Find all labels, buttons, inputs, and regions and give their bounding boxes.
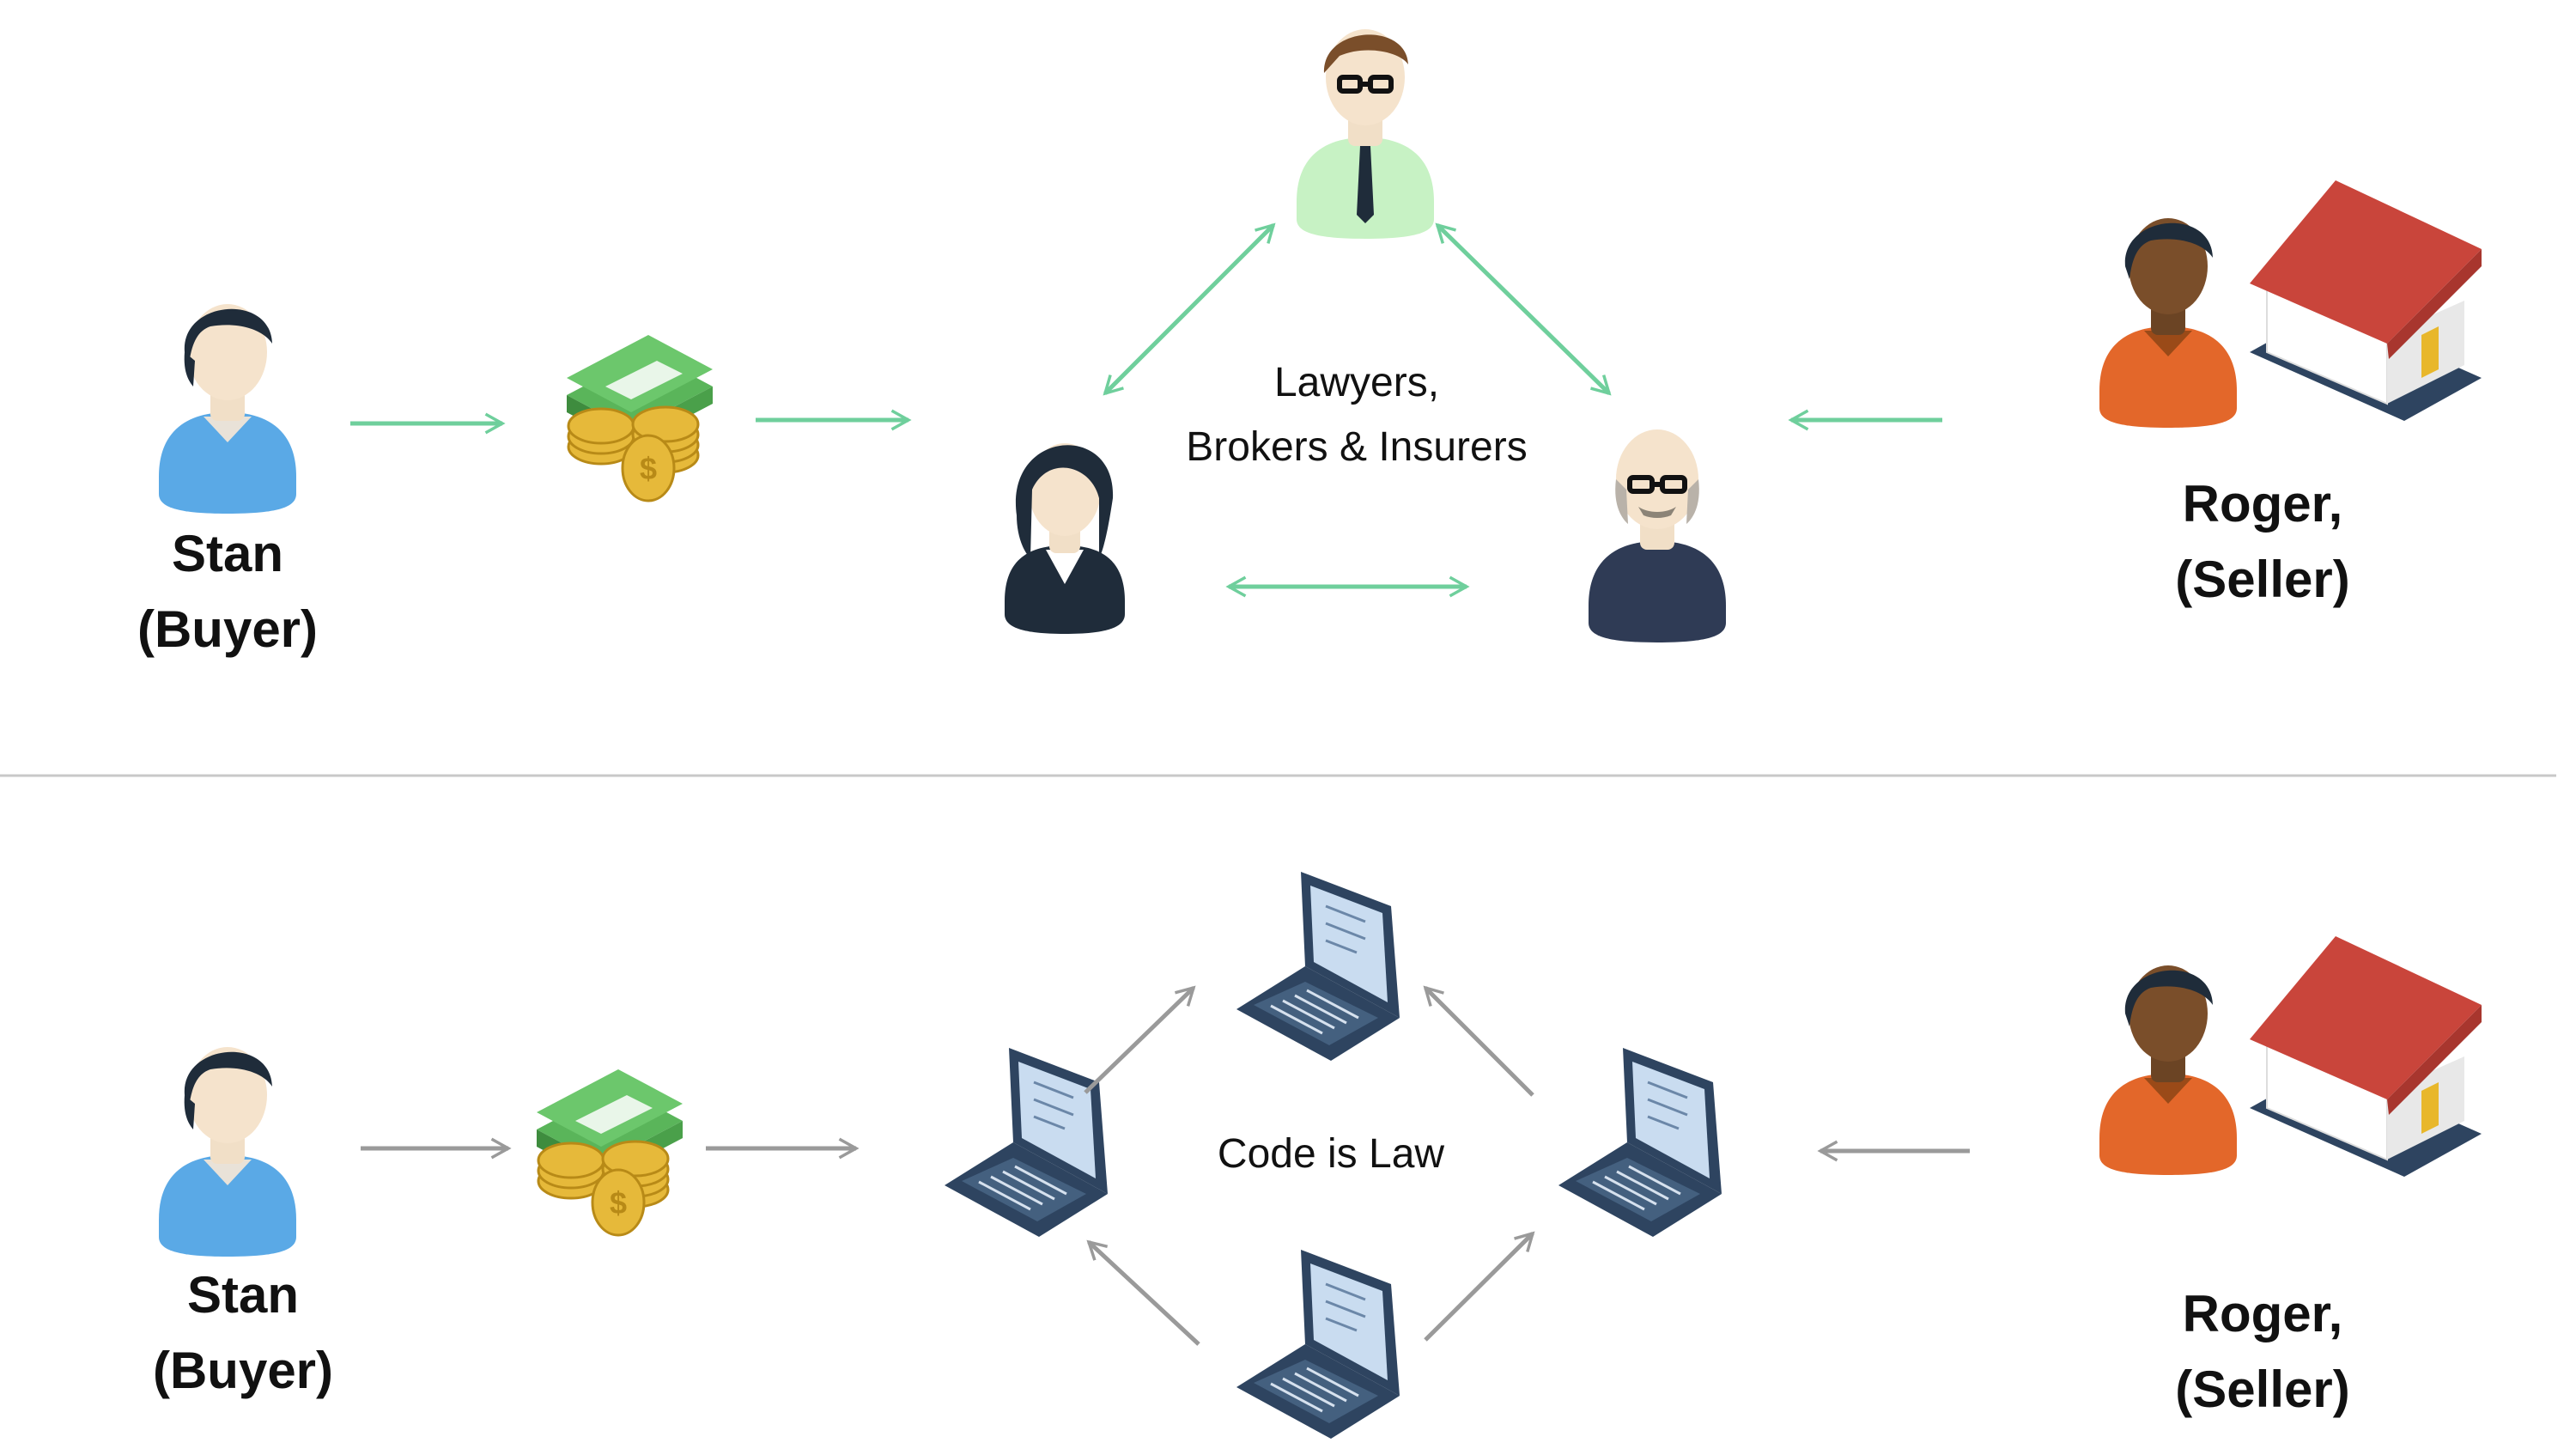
house-icon (2249, 935, 2482, 1178)
intermediaries-label-line2: Brokers & Insurers (1186, 424, 1528, 470)
money-icon (565, 333, 714, 502)
traditional-arrows (350, 222, 1942, 598)
traditional-section (159, 29, 2482, 642)
money-icon (535, 1068, 684, 1237)
buyer-role-bottom: (Buyer) (152, 1342, 334, 1399)
buyer-person-icon (159, 304, 296, 514)
laptop-icon (943, 1046, 1109, 1239)
intermediaries-label-line1: Lawyers, (1273, 360, 1440, 405)
arrow-lawyer-broker (1435, 222, 1612, 396)
arrow-bottom-to-left (1086, 1239, 1200, 1346)
buyer-person-icon (159, 1047, 296, 1257)
arrow-left-to-top (1084, 985, 1196, 1094)
seller-role-top: (Seller) (2175, 551, 2350, 608)
buyer-name-top: Stan (171, 525, 284, 582)
smart-contract-section (159, 870, 2482, 1440)
arrow-insurer-lawyer (1103, 222, 1276, 396)
seller-name-top: Roger, (2182, 475, 2343, 533)
buyer-role-top: (Buyer) (137, 600, 319, 658)
buyer-name-bottom: Stan (186, 1266, 300, 1324)
broker-icon (1589, 429, 1726, 642)
code-is-law-label: Code is Law (1217, 1131, 1445, 1177)
seller-person-icon (2099, 218, 2237, 428)
laptop-icon (1235, 1248, 1401, 1440)
seller-person-icon (2099, 965, 2237, 1175)
laptop-icon (1235, 870, 1401, 1062)
house-icon (2249, 180, 2482, 422)
arrow-bottom-to-right (1424, 1231, 1535, 1342)
arrow-right-to-top (1423, 985, 1534, 1097)
seller-name-bottom: Roger, (2182, 1285, 2343, 1342)
laptop-icon (1557, 1046, 1723, 1239)
insurer-icon (1005, 443, 1125, 634)
lawyer-icon (1297, 29, 1434, 239)
code-arrows (361, 985, 1970, 1346)
seller-role-bottom: (Seller) (2175, 1361, 2350, 1418)
